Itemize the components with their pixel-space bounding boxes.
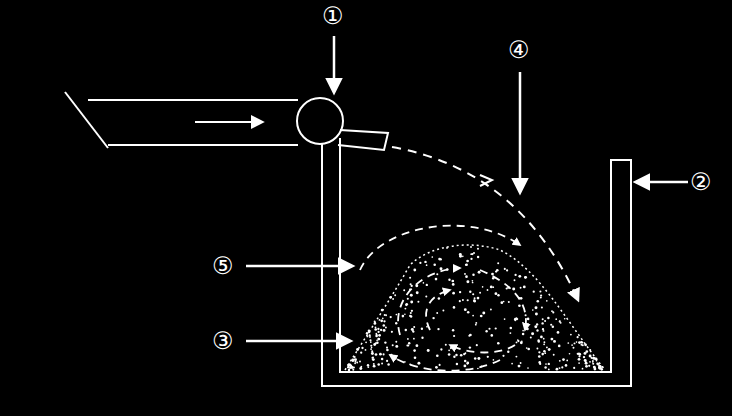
- leader-arrows: [246, 36, 688, 341]
- callout-number: ③: [212, 329, 234, 353]
- conveyor: [65, 92, 298, 148]
- circulation-arrows: [360, 226, 526, 371]
- container: [322, 138, 631, 386]
- spout: [338, 130, 388, 150]
- trajectory: [392, 147, 578, 300]
- granules: [347, 246, 604, 371]
- callout-number: ⑤: [212, 254, 234, 278]
- callout-number: ④: [508, 38, 530, 62]
- pile: [345, 245, 605, 370]
- head-pulley: [297, 98, 343, 144]
- callout-number: ②: [690, 170, 712, 194]
- callout-number: ①: [322, 4, 344, 28]
